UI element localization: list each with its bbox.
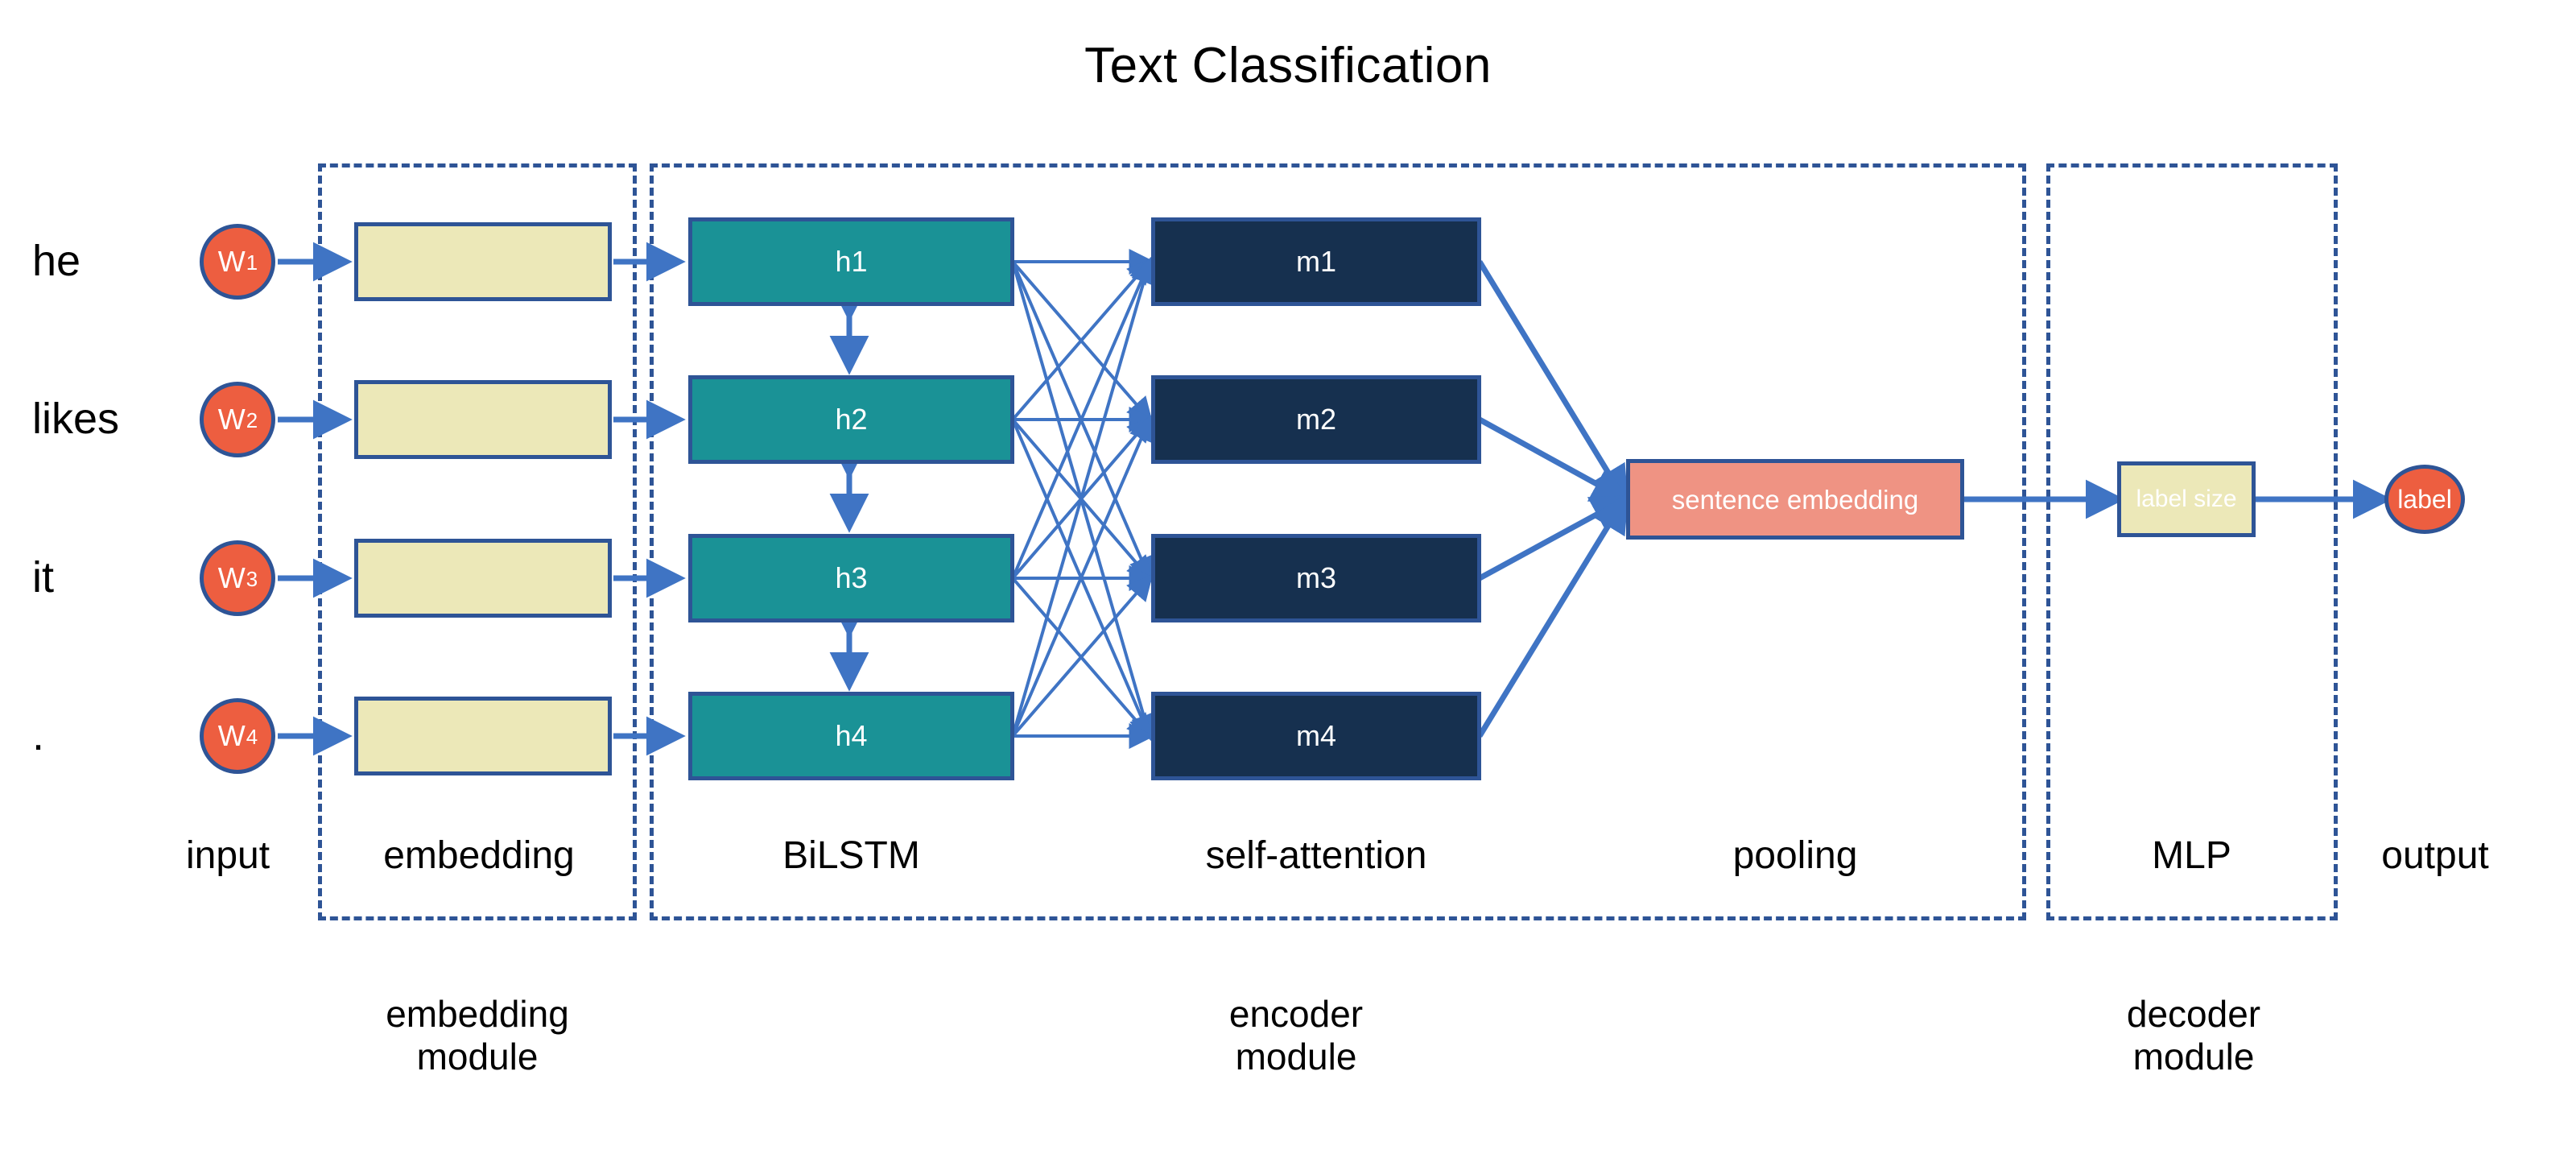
module-caption-embedding: embedding module <box>386 993 569 1078</box>
input-word: it <box>32 553 54 602</box>
stage-label-bilstm: BiLSTM <box>782 834 920 877</box>
module-caption-encoder: encoder module <box>1228 993 1364 1078</box>
token-node-label: W <box>217 719 246 752</box>
module-frame-decoder <box>2046 163 2338 920</box>
attention-box-m3[interactable]: m3 <box>1151 534 1481 622</box>
embedding-box-4[interactable] <box>354 697 612 775</box>
token-node-label: W <box>217 403 246 436</box>
lstm-box-h1[interactable]: h1 <box>688 217 1014 306</box>
stage-label-input: input <box>185 834 270 877</box>
lstm-box-h4[interactable]: h4 <box>688 692 1014 780</box>
input-word: . <box>32 711 45 759</box>
stage-label-pooling: pooling <box>1732 834 1858 877</box>
embedding-box-3[interactable] <box>354 539 612 618</box>
attention-box-m4[interactable]: m4 <box>1151 692 1481 780</box>
output-node-label[interactable]: label <box>2384 465 2465 534</box>
embedding-box-1[interactable] <box>354 222 612 301</box>
stage-label-mlp: MLP <box>2152 834 2231 877</box>
token-node-label: W <box>217 561 246 594</box>
mlp-box-label-size[interactable]: label size <box>2117 461 2256 537</box>
stage-label-output: output <box>2381 834 2489 877</box>
token-node-index: 1 <box>246 252 258 275</box>
page-title: Text Classification <box>1084 38 1492 93</box>
attention-box-m1[interactable]: m1 <box>1151 217 1481 306</box>
lstm-box-h2[interactable]: h2 <box>688 375 1014 464</box>
input-word: he <box>32 237 81 285</box>
embedding-box-2[interactable] <box>354 380 612 459</box>
pooling-box-sentence-embedding[interactable]: sentence embedding <box>1626 459 1964 540</box>
stage-label-embedding: embedding <box>383 834 575 877</box>
lstm-box-h3[interactable]: h3 <box>688 534 1014 622</box>
token-node-index: 3 <box>246 569 258 592</box>
token-node-index: 4 <box>246 726 258 750</box>
module-frame-encoder <box>650 163 2026 920</box>
module-caption-decoder: decoder module <box>2126 993 2261 1078</box>
stage-label-self-attention: self-attention <box>1205 834 1427 877</box>
token-node-index: 2 <box>246 410 258 433</box>
attention-box-m2[interactable]: m2 <box>1151 375 1481 464</box>
token-node-label: W <box>217 245 246 278</box>
module-frame-embedding <box>318 163 637 920</box>
input-word: likes <box>32 395 120 443</box>
